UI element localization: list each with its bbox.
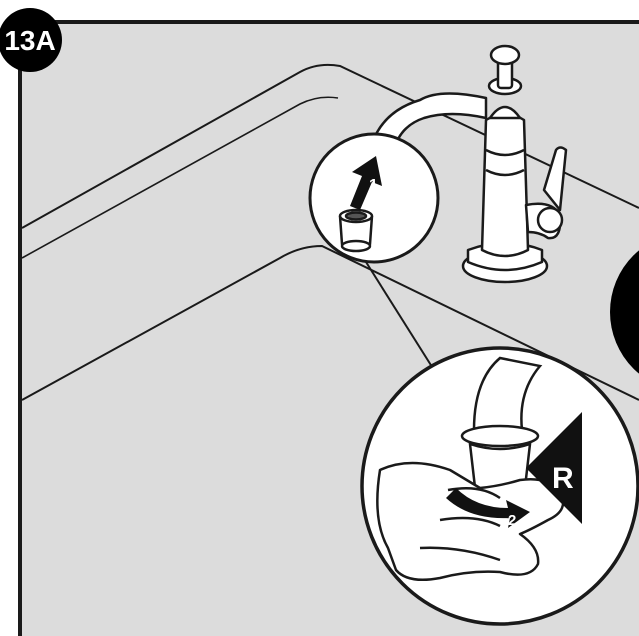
- faucet-icon: [368, 44, 568, 284]
- step-badge: 13A: [0, 8, 62, 72]
- counter-edge-lower: [21, 244, 639, 401]
- rotate-arrow-icon: [446, 488, 530, 528]
- detail-circle-upper: 1: [308, 132, 440, 264]
- step-badge-circle: [0, 8, 62, 72]
- panel: [18, 20, 639, 636]
- callout-step-one: 1: [369, 177, 378, 194]
- sink-rim: [21, 96, 339, 259]
- partial-badge: [610, 250, 639, 374]
- rotate-direction-badge: R: [526, 412, 582, 524]
- rotate-direction-label: R: [552, 462, 574, 495]
- up-arrow-icon: [350, 156, 382, 210]
- counter-edge-upper: [21, 63, 639, 229]
- aerator-icon: [338, 208, 374, 253]
- hand-icon: [376, 461, 565, 581]
- detail-circle-lower: 2 R: [360, 346, 639, 626]
- step-label: 13A: [4, 25, 55, 56]
- callout-step-two: 2: [508, 512, 516, 529]
- leader-line-left: [365, 261, 435, 371]
